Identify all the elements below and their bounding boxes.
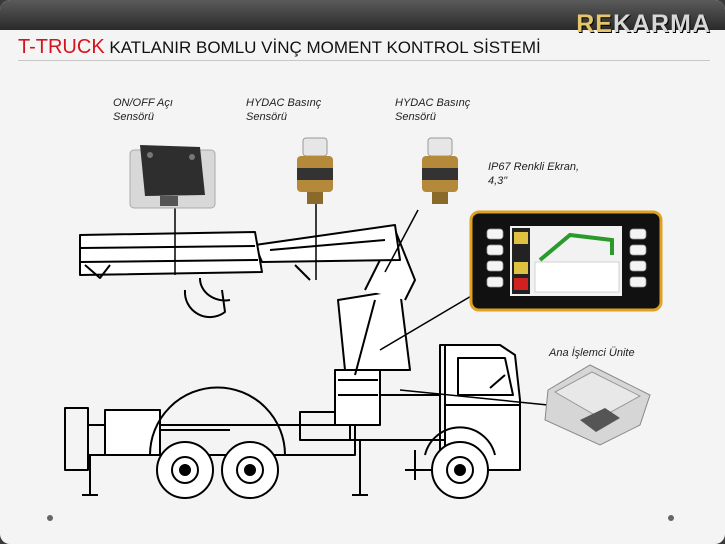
label-pressure-sensor-1: HYDAC Basınç Sensörü — [246, 97, 322, 123]
label-ecu: Ana İşlemci Ünite — [549, 347, 635, 359]
crane-illustration — [79, 224, 416, 426]
label-angle-sensor: ON/OFF Açı Sensörü — [113, 97, 173, 123]
title-brand: T-TRUCK — [18, 36, 105, 58]
label-pressure-sensor-2: HYDAC Basınç Sensörü — [395, 97, 471, 123]
pressure-sensor-1-image — [297, 137, 333, 204]
title-text: KATLANIR BOMLU VİNÇ MOMENT KONTROL SİSTE… — [104, 38, 541, 57]
label-display: IP67 Renkli Ekran, 4,3" — [488, 161, 580, 187]
title-underline — [18, 60, 710, 61]
rekarma-logo: REKARMA — [576, 10, 711, 38]
angle-sensor-image — [129, 145, 216, 209]
pressure-sensor-2-image — [422, 137, 458, 204]
ecu-image — [544, 364, 651, 446]
slide-dot-right — [668, 515, 674, 521]
page-title: T-TRUCK KATLANIR BOMLU VİNÇ MOMENT KONTR… — [18, 36, 541, 59]
display-unit-image — [469, 210, 663, 312]
header-bar — [0, 0, 725, 30]
truck-illustration — [64, 344, 521, 499]
slide-dot-left — [47, 515, 53, 521]
